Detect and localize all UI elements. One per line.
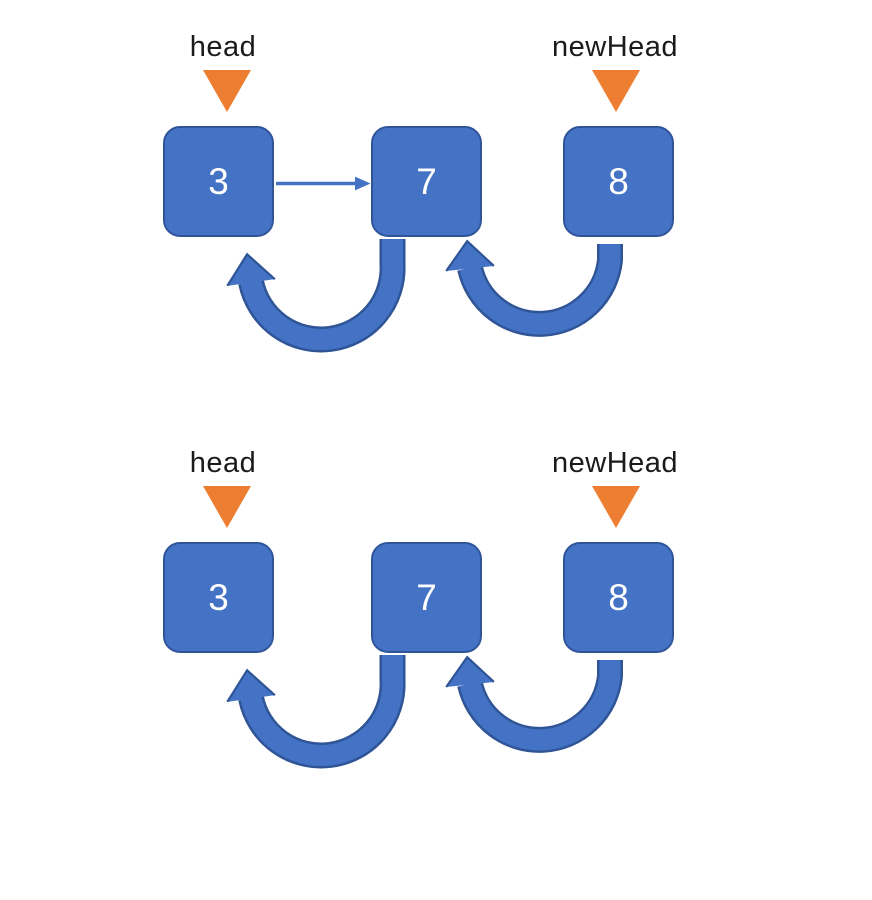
reversed-arrow-8-to-7 (445, 239, 623, 337)
node-value: 3 (208, 161, 229, 202)
arrow-head-edge (226, 252, 276, 287)
node-value: 7 (416, 577, 437, 618)
curved-arrow-band (459, 660, 621, 751)
node-value: 8 (608, 161, 629, 202)
list-node-3: 3 (163, 542, 274, 653)
head-pointer-label: head (189, 31, 257, 63)
list-node-3: 3 (163, 126, 274, 237)
curved-arrow-outline (238, 655, 406, 769)
curved-arrow-band (240, 239, 404, 350)
reversed-arrow-7-to-3 (226, 655, 406, 769)
reversed-arrow-8-to-7 (445, 655, 623, 753)
curved-arrow-band (459, 244, 621, 335)
list-node-8: 8 (563, 542, 674, 653)
arrow-head-fill (227, 670, 275, 702)
curved-arrow-outline (457, 660, 623, 753)
node-value: 3 (208, 577, 229, 618)
node-value: 8 (608, 577, 629, 618)
arrow-head-edge (226, 668, 276, 703)
node-value: 7 (416, 161, 437, 202)
next-arrow-head (355, 176, 371, 191)
curved-arrow-head (445, 239, 495, 272)
newhead-pointer-label: newHead (552, 31, 679, 63)
list-node-7: 7 (371, 542, 482, 653)
head-pointer-triangle-icon (203, 70, 251, 112)
newhead-pointer-triangle-icon (592, 70, 640, 112)
curved-arrow-head (226, 252, 276, 287)
list-node-7: 7 (371, 126, 482, 237)
panel-top: head newHead 3 7 8 (0, 0, 872, 436)
curved-arrow-outline (238, 239, 406, 353)
list-node-8: 8 (563, 126, 674, 237)
head-pointer-label: head (189, 447, 257, 479)
arrow-head-fill (227, 254, 275, 286)
curved-arrow-outline (457, 244, 623, 337)
newhead-pointer-label: newHead (552, 447, 679, 479)
curved-arrow-head (445, 655, 495, 688)
arrow-head-fill (446, 241, 494, 272)
arrow-head-fill (446, 657, 494, 688)
arrow-head-edge (445, 239, 495, 272)
curved-arrow-band (240, 655, 404, 766)
next-arrow-3-to-7 (276, 176, 371, 191)
curved-arrow-head (226, 668, 276, 703)
panel-bottom: head newHead 3 7 8 (0, 416, 872, 852)
newhead-pointer-triangle-icon (592, 486, 640, 528)
arrow-head-edge (445, 655, 495, 688)
reversed-arrow-7-to-3 (226, 239, 406, 353)
head-pointer-triangle-icon (203, 486, 251, 528)
